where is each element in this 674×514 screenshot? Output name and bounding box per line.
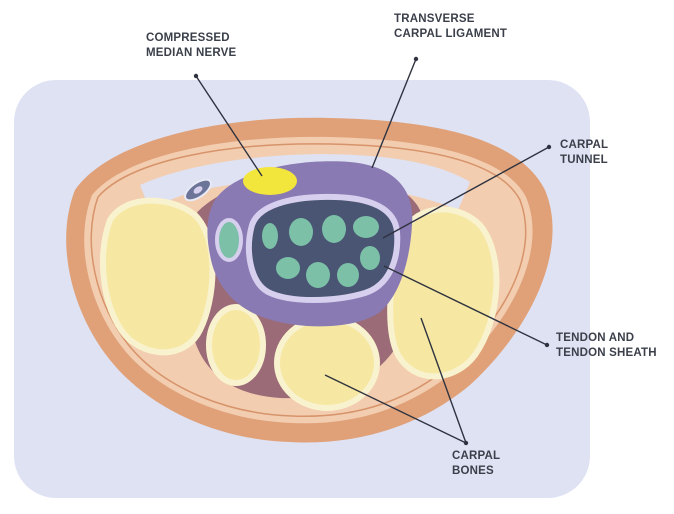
tendon bbox=[306, 262, 330, 288]
label-line: CARPAL LIGAMENT bbox=[394, 28, 507, 40]
tendon bbox=[360, 246, 380, 270]
label-transverse-carpal-ligament: TRANSVERSE CARPAL LIGAMENT bbox=[394, 13, 507, 40]
median-nerve bbox=[243, 167, 297, 195]
carpal-bone-bottom-center bbox=[277, 318, 377, 408]
label-line: CARPAL bbox=[560, 139, 608, 151]
tendon bbox=[353, 216, 379, 238]
tendon bbox=[322, 215, 346, 243]
tendon bbox=[337, 263, 359, 287]
label-line: TUNNEL bbox=[560, 154, 608, 166]
label-line: TENDON SHEATH bbox=[556, 347, 657, 359]
leader-dot-carpal-tunnel bbox=[547, 145, 551, 149]
separate-tendon bbox=[217, 220, 241, 260]
leader-dot-median-nerve bbox=[194, 74, 198, 78]
label-line: TENDON AND bbox=[556, 332, 634, 344]
tendon bbox=[262, 223, 278, 249]
carpal-bone-left bbox=[103, 201, 213, 353]
leader-dot-bones bbox=[464, 441, 468, 445]
leader-dot-tendon bbox=[545, 343, 549, 347]
label-line: TRANSVERSE bbox=[394, 13, 475, 25]
label-line: COMPRESSED bbox=[146, 32, 230, 44]
label-line: CARPAL bbox=[452, 450, 500, 462]
leader-dot-ligament bbox=[414, 57, 418, 61]
label-line: MEDIAN NERVE bbox=[146, 47, 236, 59]
carpal-bone-bottom-left bbox=[209, 307, 263, 383]
tendon bbox=[289, 218, 313, 246]
label-line: BONES bbox=[452, 465, 494, 477]
label-compressed-median-nerve: COMPRESSED MEDIAN NERVE bbox=[146, 32, 236, 59]
tendon bbox=[276, 257, 300, 279]
